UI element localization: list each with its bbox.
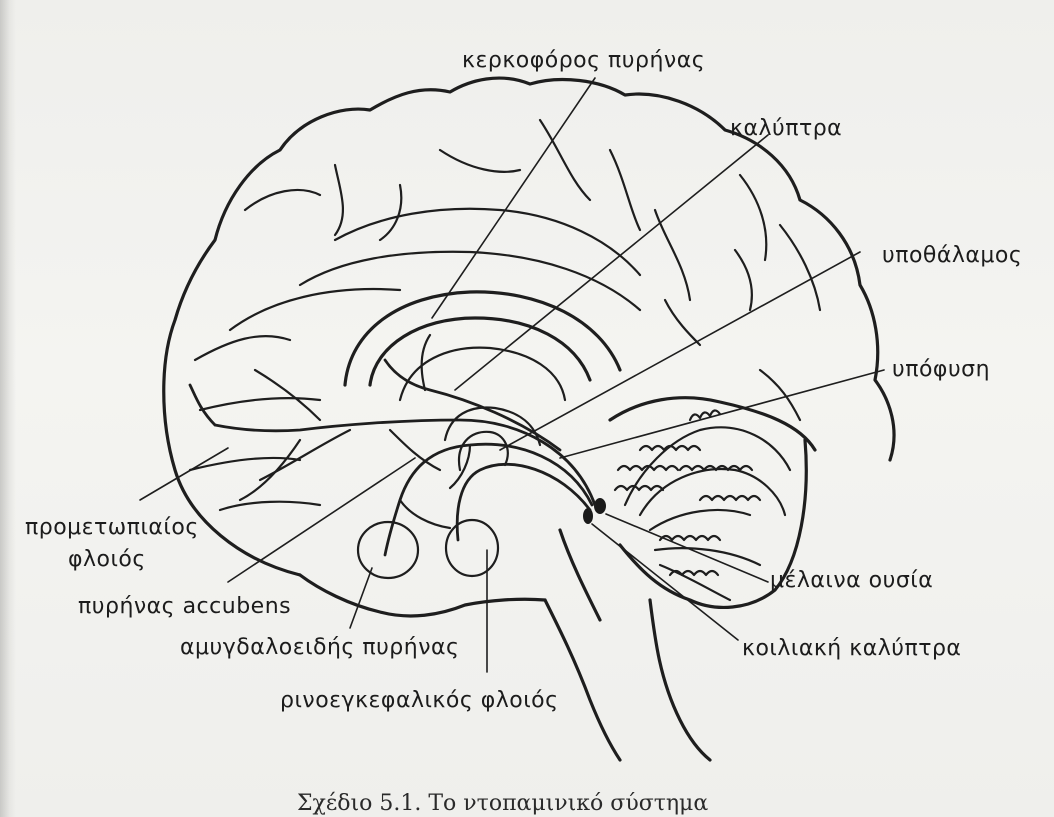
cortical-sulci	[190, 120, 820, 510]
figure-caption: Σχέδιο 5.1. Το ντοπαμινικό σύστημα	[297, 791, 708, 816]
labels: κερκοφόρος πυρήνας καλύπτρα υποθάλαμος υ…	[25, 48, 1022, 713]
label-hypothalamus: υποθάλαμος	[882, 243, 1022, 268]
dopamine-pathways	[190, 335, 595, 555]
label-accumbens: πυρήνας accubens	[78, 594, 291, 619]
label-substantia-nigra: μέλαινα ουσία	[770, 568, 933, 593]
subcortical-nuclei	[358, 498, 606, 578]
brainstem	[545, 530, 710, 760]
cerebellum	[615, 410, 790, 600]
ventral-tegmental-dot	[583, 508, 593, 524]
label-ventral-tegmental: κοιλιακή καλύπτρα	[742, 636, 961, 661]
label-prefrontal-line1: προμετωπιαίος	[25, 515, 199, 540]
brain-outline	[164, 78, 894, 616]
label-prefrontal-line2: φλοιός	[68, 547, 146, 572]
label-pituitary: υπόφυση	[892, 357, 990, 382]
amygdala-shape	[358, 522, 418, 578]
label-amygdala: αμυγδαλοειδής πυρήνας	[180, 635, 459, 660]
label-calyptra: καλύπτρα	[730, 116, 842, 141]
rhinencephalic-shape	[446, 520, 498, 576]
label-rhinencephalic: ρινοεγκεφαλικός φλοιός	[280, 688, 559, 713]
label-caudate: κερκοφόρος πυρήνας	[462, 48, 705, 73]
